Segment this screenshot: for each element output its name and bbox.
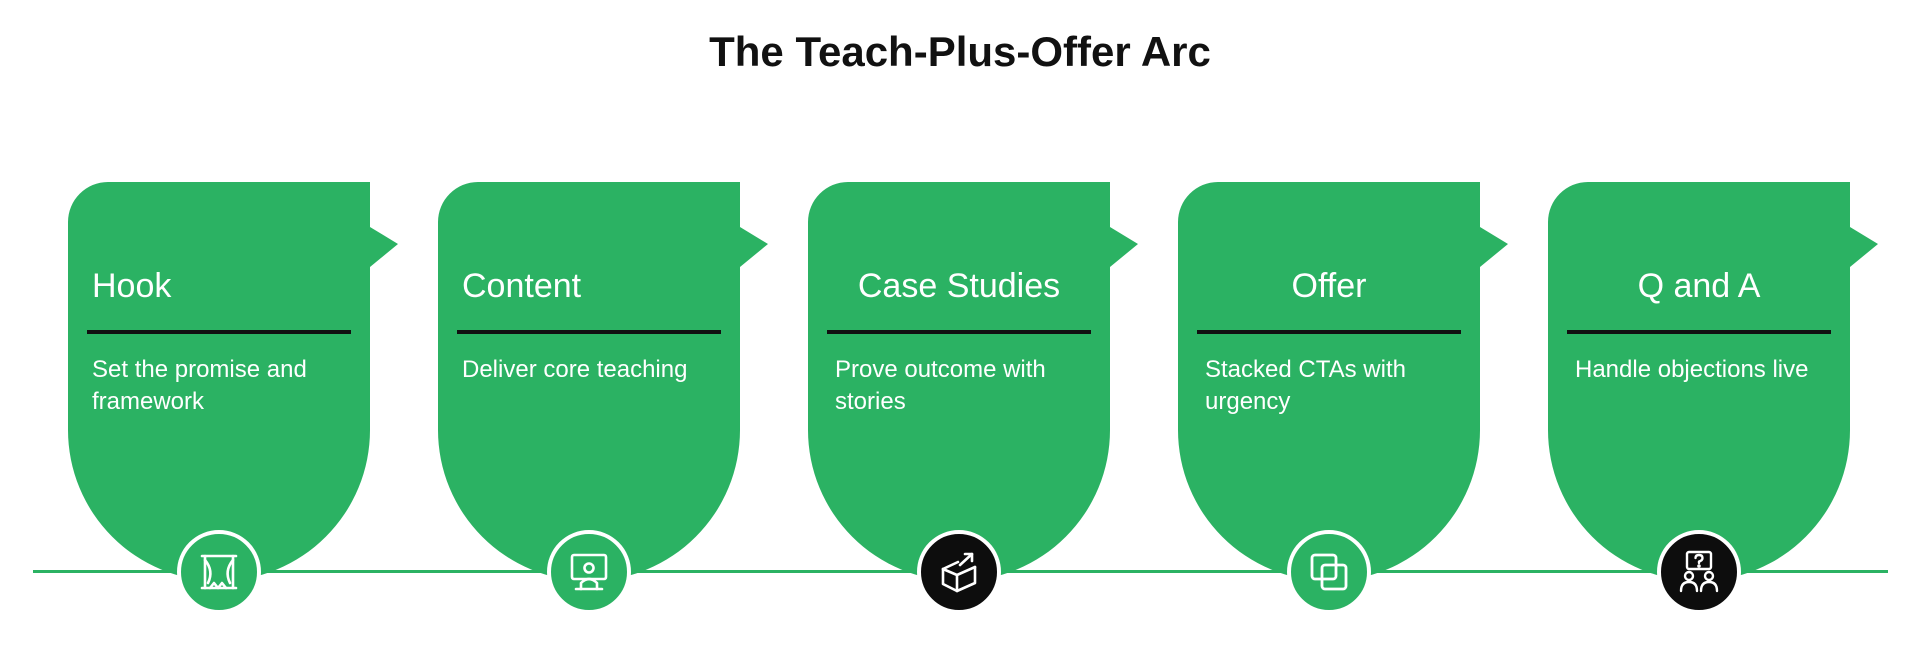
box-growth-arrow-icon [917,530,1001,614]
stage-shape [1178,182,1508,581]
stage-title: Offer [1291,267,1367,305]
stage-divider [1197,330,1461,334]
stage-divider [457,330,721,334]
stage-description: Deliver core teaching [462,356,688,383]
stage-description: Handle objections live [1575,356,1809,383]
presenter-board-icon [547,530,631,614]
stage-content: Content Deliver core teaching [438,182,808,614]
stage-title: Content [462,267,582,305]
stage-divider [87,330,351,334]
stage-title: Case Studies [857,267,1061,305]
stage-description: Prove outcome with stories [835,356,1046,415]
stage-q-and-a: Q and A Handle objections live [1548,182,1918,614]
stage-offer: Offer Stacked CTAs with urgency [1178,182,1548,614]
stage-title: Q and A [1637,267,1761,305]
diagram-title: The Teach-Plus-Offer Arc [709,28,1211,75]
stage-shape [68,182,398,581]
stage-shape [438,182,768,581]
stage-divider [827,330,1091,334]
stacked-squares-icon [1287,530,1371,614]
stage-title: Hook [92,267,172,305]
stage-shape [1548,182,1878,581]
question-people-icon [1657,530,1741,614]
theater-curtain-icon [177,530,261,614]
stage-case-studies: Case Studies Prove outcome with stories [808,182,1178,614]
stage-divider [1567,330,1831,334]
stage-hook: Hook Set the promise and framework [68,182,438,614]
stage-description: Stacked CTAs with urgency [1205,356,1406,415]
stage-description: Set the promise and framework [92,356,307,415]
stage-shape [808,182,1138,581]
